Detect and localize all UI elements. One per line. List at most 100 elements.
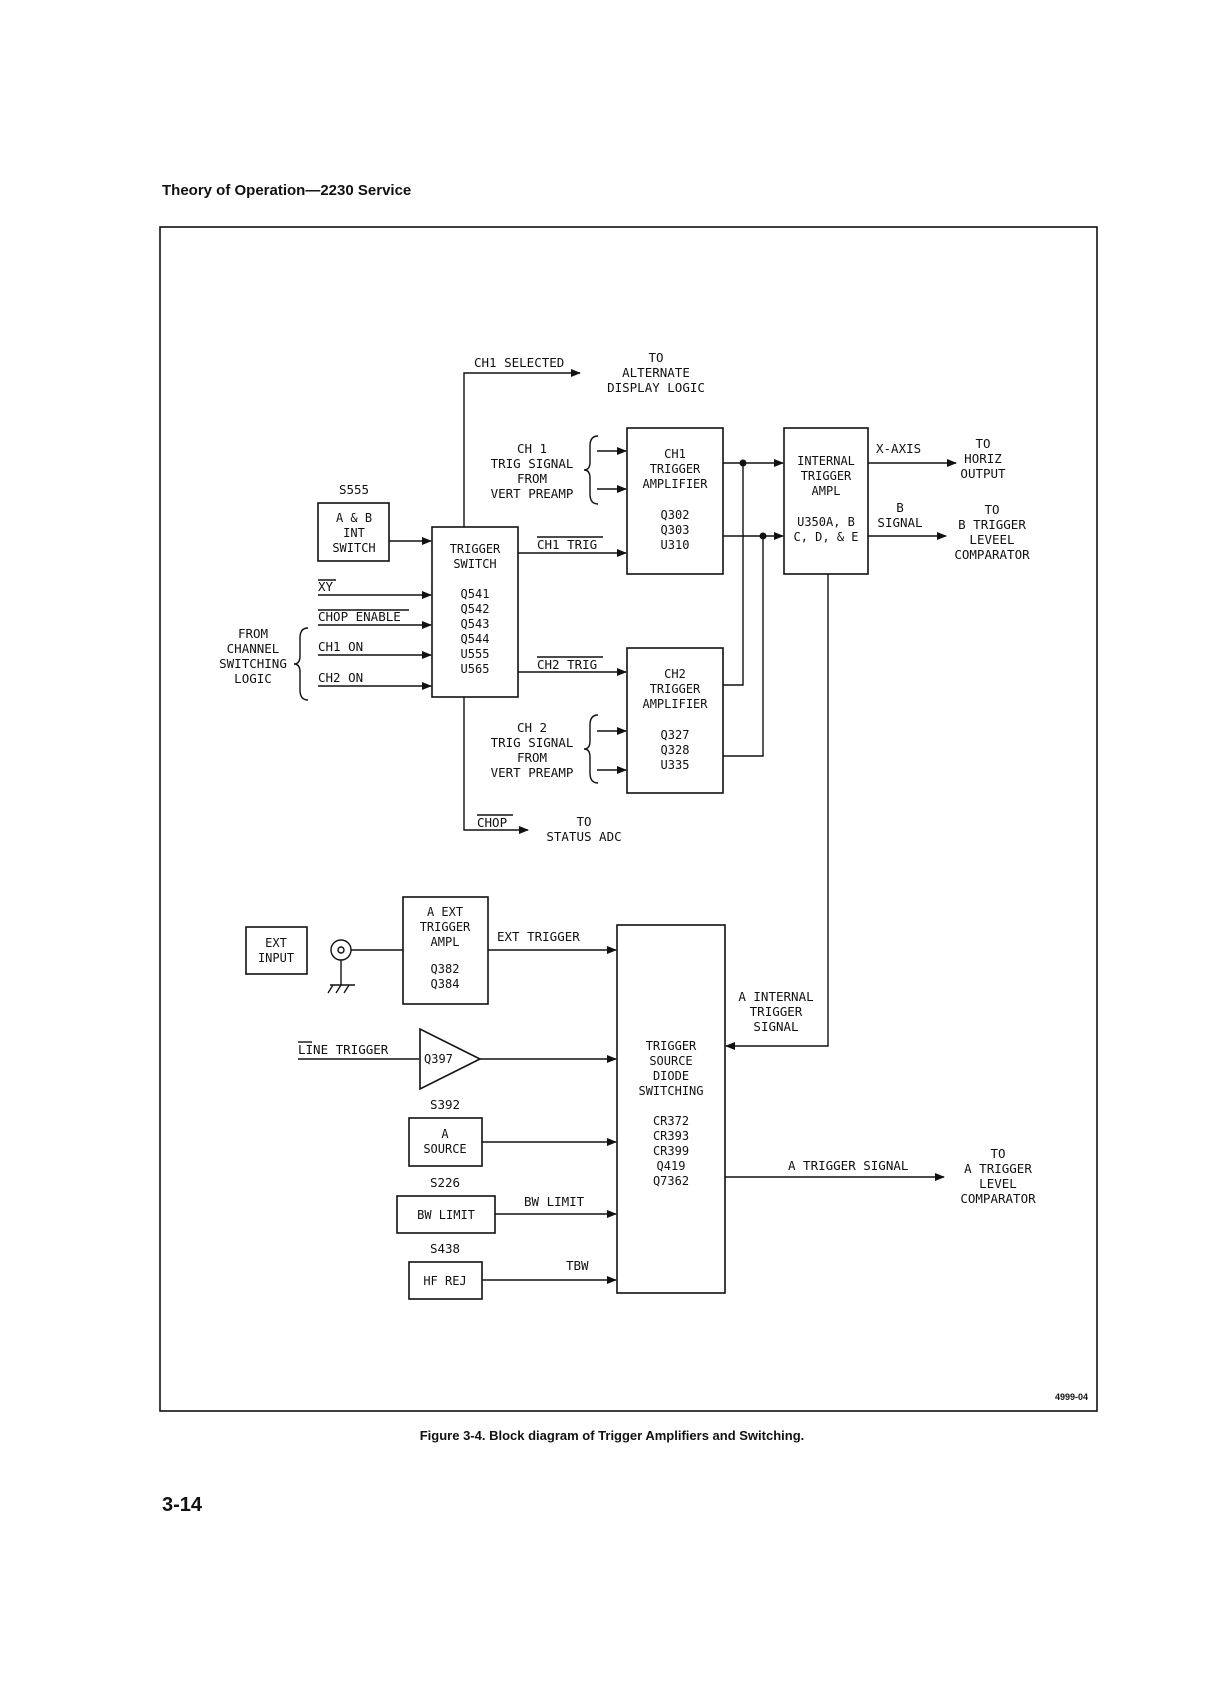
signals-to-horiz-3-label: OUTPUT — [960, 466, 1006, 481]
signals-to-alternate-2-label: ALTERNATE — [622, 365, 690, 380]
signals-from-ch-4-label: LOGIC — [234, 671, 272, 686]
blocks-ext-input-l1-label: EXT — [265, 936, 287, 950]
blocks-s555-l1-label: A & B — [336, 511, 372, 525]
signals-to-horiz-2-label: HORIZ — [964, 451, 1002, 466]
signals-a-int-1-label: A INTERNAL — [738, 989, 813, 1004]
blocks-trigger-switch-p5-label: U555 — [461, 647, 490, 661]
connector-polyline — [723, 463, 744, 686]
signals-ch1-trig-label: CH1 TRIG — [537, 537, 597, 552]
blocks-diode-switching-p3-label: CR399 — [653, 1144, 689, 1158]
signals-to-alternate-1-label: TO — [648, 350, 663, 365]
connector-polyline — [723, 536, 764, 757]
connector-line — [335, 984, 342, 994]
blocks-trigger-switch-p4-label: Q544 — [461, 632, 490, 646]
signals-ch1-sig-4-label: VERT PREAMP — [491, 486, 574, 501]
signals-a-int-3-label: SIGNAL — [753, 1019, 798, 1034]
blocks-ext-trigger-ampl-l1-label: A EXT — [427, 905, 463, 919]
signals-to-b-4-label: COMPARATOR — [954, 547, 1030, 562]
blocks-trigger-switch-p1-label: Q541 — [461, 587, 490, 601]
blocks-diode-switching-p4-label: Q419 — [657, 1159, 686, 1173]
blocks-trigger-switch-p6-label: U565 — [461, 662, 490, 676]
connector-polyline — [725, 574, 829, 1050]
ext-input-box — [245, 926, 308, 975]
signals-ch1-on-label: CH1 ON — [318, 639, 363, 654]
signals-from-ch-1-label: FROM — [238, 626, 268, 641]
q397-amplifier-triangle — [419, 1027, 482, 1091]
signals-line-trigger-label: LINE TRIGGER — [298, 1042, 389, 1057]
blocks-diode-switching-l3-label: DIODE — [653, 1069, 689, 1083]
signals-to-b-2-label: B TRIGGER — [958, 517, 1026, 532]
signals-to-a-1-label: TO — [990, 1146, 1005, 1161]
blocks-ch1-amp-l2-label: TRIGGER — [650, 462, 701, 476]
blocks-diode-switching-p2-label: CR393 — [653, 1129, 689, 1143]
blocks-a-source-ref-label: S392 — [430, 1097, 460, 1112]
connector-polyline — [463, 369, 581, 527]
blocks-ch2-amp-p1-label: Q327 — [661, 728, 690, 742]
signals-x-axis-label: X-AXIS — [876, 441, 921, 456]
signals-ch1-sig-2-label: TRIG SIGNAL — [491, 456, 574, 471]
signals-chop-label: CHOP — [477, 815, 507, 830]
blocks-diode-switching-p1-label: CR372 — [653, 1114, 689, 1128]
signals-from-ch-2-label: CHANNEL — [227, 641, 280, 656]
blocks-diode-switching-l2-label: SOURCE — [649, 1054, 692, 1068]
blocks-ext-trigger-ampl-l3-label: AMPL — [431, 935, 460, 949]
blocks-s555-l3-label: SWITCH — [332, 541, 375, 555]
ch1-brace — [583, 435, 599, 505]
blocks-trigger-switch-l1-label: TRIGGER — [450, 542, 501, 556]
signals-to-horiz-1-label: TO — [975, 436, 990, 451]
s555-ref: S555 — [339, 482, 369, 497]
connector-line — [327, 984, 334, 994]
signals-tbw-label: TBW — [566, 1258, 589, 1273]
signals-chop-enable-label: CHOP ENABLE — [318, 609, 401, 624]
signals-to-b-3-label: LEVEEL — [969, 532, 1014, 547]
blocks-ch2-amp-l1-label: CH2 — [664, 667, 686, 681]
signals-ext-trigger-label: EXT TRIGGER — [497, 929, 580, 944]
blocks-bw-limit-label-label: BW LIMIT — [417, 1208, 475, 1222]
blocks-ch2-amp-l2-label: TRIGGER — [650, 682, 701, 696]
signals-to-a-2-label: A TRIGGER — [964, 1161, 1032, 1176]
signals-to-a-3-label: LEVEL — [979, 1176, 1017, 1191]
signals-a-int-2-label: TRIGGER — [750, 1004, 803, 1019]
blocks-q397-label: Q397 — [424, 1052, 453, 1066]
signals-to-a-4-label: COMPARATOR — [960, 1191, 1036, 1206]
diagram-frame — [159, 226, 1098, 1412]
signals-ch2-on-label: CH2 ON — [318, 670, 363, 685]
bnc-connector-icon — [330, 939, 352, 961]
signals-b-signal-1-label: B — [896, 500, 904, 515]
blocks-ch1-amp-l1-label: CH1 — [664, 447, 686, 461]
blocks-hf-rej-ref-label: S438 — [430, 1241, 460, 1256]
page-header: Theory of Operation—2230 Service — [162, 182, 412, 199]
blocks-hf-rej-label-label: HF REJ — [423, 1274, 466, 1288]
blocks-trigger-switch-p2-label: Q542 — [461, 602, 490, 616]
signals-a-trig-sig-label: A TRIGGER SIGNAL — [788, 1158, 908, 1173]
signals-to-b-1-label: TO — [984, 502, 999, 517]
blocks-internal-ampl-p2-label: C, D, & E — [793, 530, 858, 544]
signals-ch2-sig-3-label: FROM — [517, 750, 547, 765]
blocks-internal-ampl-p1-label: U350A, B — [797, 515, 855, 529]
signals-ch2-sig-2-label: TRIG SIGNAL — [491, 735, 574, 750]
connector-line — [343, 984, 350, 994]
page-number: 3-14 — [162, 1494, 203, 1516]
connector-polyline — [463, 697, 529, 834]
blocks-a-source-l2-label: SOURCE — [423, 1142, 466, 1156]
signals-from-ch-3-label: SWITCHING — [219, 656, 287, 671]
blocks-bw-limit-ref-label: S226 — [430, 1175, 460, 1190]
internal-trigger-ampl-box — [783, 427, 869, 575]
blocks-diode-switching-p5-label: Q7362 — [653, 1174, 689, 1188]
trigger-switch-box — [431, 526, 519, 698]
blocks-trigger-switch-p3-label: Q543 — [461, 617, 490, 631]
s555-box — [317, 502, 390, 562]
blocks-diode-switching-l4-label: SWITCHING — [638, 1084, 703, 1098]
signals-ch2-trig-label: CH2 TRIG — [537, 657, 597, 672]
blocks-ext-trigger-ampl-p2-label: Q384 — [431, 977, 460, 991]
connector-circle — [337, 946, 345, 954]
figure-id: 4999-04 — [1055, 1392, 1088, 1402]
blocks-ext-trigger-ampl-l2-label: TRIGGER — [420, 920, 471, 934]
signals-to-status-2-label: STATUS ADC — [546, 829, 621, 844]
blocks-ch1-amp-p3-label: U310 — [661, 538, 690, 552]
ch1-trigger-amplifier-box — [626, 427, 724, 575]
blocks-ext-input-l2-label: INPUT — [258, 951, 294, 965]
signals-ch2-sig-4-label: VERT PREAMP — [491, 765, 574, 780]
signals-ch2-sig-1-label: CH 2 — [517, 720, 547, 735]
